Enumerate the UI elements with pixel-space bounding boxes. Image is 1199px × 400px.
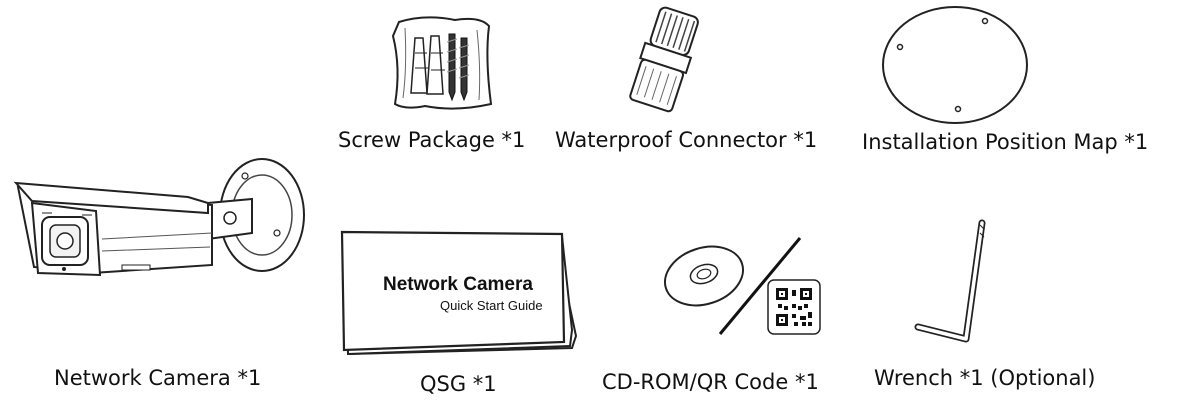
- screw-package-icon: [391, 16, 493, 110]
- wrench-icon: [914, 219, 986, 343]
- cd-qr-label: CD-ROM/QR Code *1: [602, 370, 819, 394]
- network-camera-item: [12, 155, 312, 305]
- network-camera-icon: [13, 158, 305, 277]
- qsg-cover-subtitle: Quick Start Guide: [440, 298, 543, 313]
- qsg-label: QSG *1: [420, 372, 497, 396]
- screw-package-item: [385, 8, 500, 118]
- installation-map-label: Installation Position Map *1: [862, 130, 1149, 154]
- wrench-item: [900, 215, 1000, 345]
- qsg-booklet-icon: [340, 230, 578, 356]
- qsg-item: Network Camera Quick Start Guide: [340, 230, 580, 358]
- qsg-cover-title: Network Camera: [383, 274, 533, 295]
- waterproof-connector-icon: [629, 6, 699, 113]
- cd-qr-icon: [663, 237, 821, 335]
- network-camera-label: Network Camera *1: [54, 366, 262, 390]
- waterproof-connector-label: Waterproof Connector *1: [555, 128, 818, 152]
- wrench-label: Wrench *1 (Optional): [874, 366, 1096, 390]
- installation-map-icon: [882, 6, 1028, 124]
- installation-map-item: [880, 5, 1030, 127]
- cd-qr-item: [660, 232, 835, 344]
- screw-package-label: Screw Package *1: [338, 128, 526, 152]
- waterproof-connector-item: [610, 6, 720, 118]
